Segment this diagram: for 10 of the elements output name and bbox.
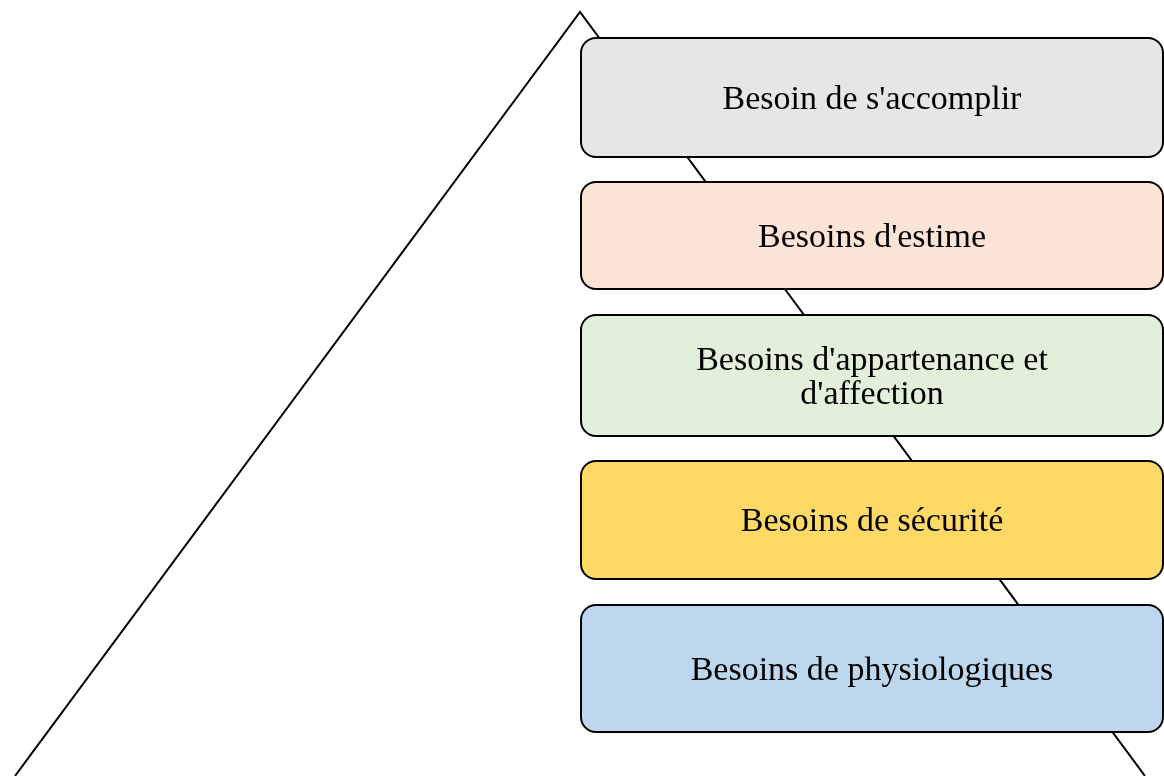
level-box <box>580 604 1164 733</box>
level-label: Besoins de physiologiques <box>690 651 1054 686</box>
level-box <box>580 460 1164 580</box>
level-label: Besoins d'appartenance et d'affection <box>695 341 1049 410</box>
level-box <box>580 314 1164 437</box>
level-box <box>580 37 1164 158</box>
level-box <box>580 181 1164 290</box>
level-label: Besoin de s'accomplir <box>722 80 1022 115</box>
level-label: Besoins d'estime <box>757 218 987 253</box>
level-label: Besoins de sécurité <box>740 503 1004 537</box>
